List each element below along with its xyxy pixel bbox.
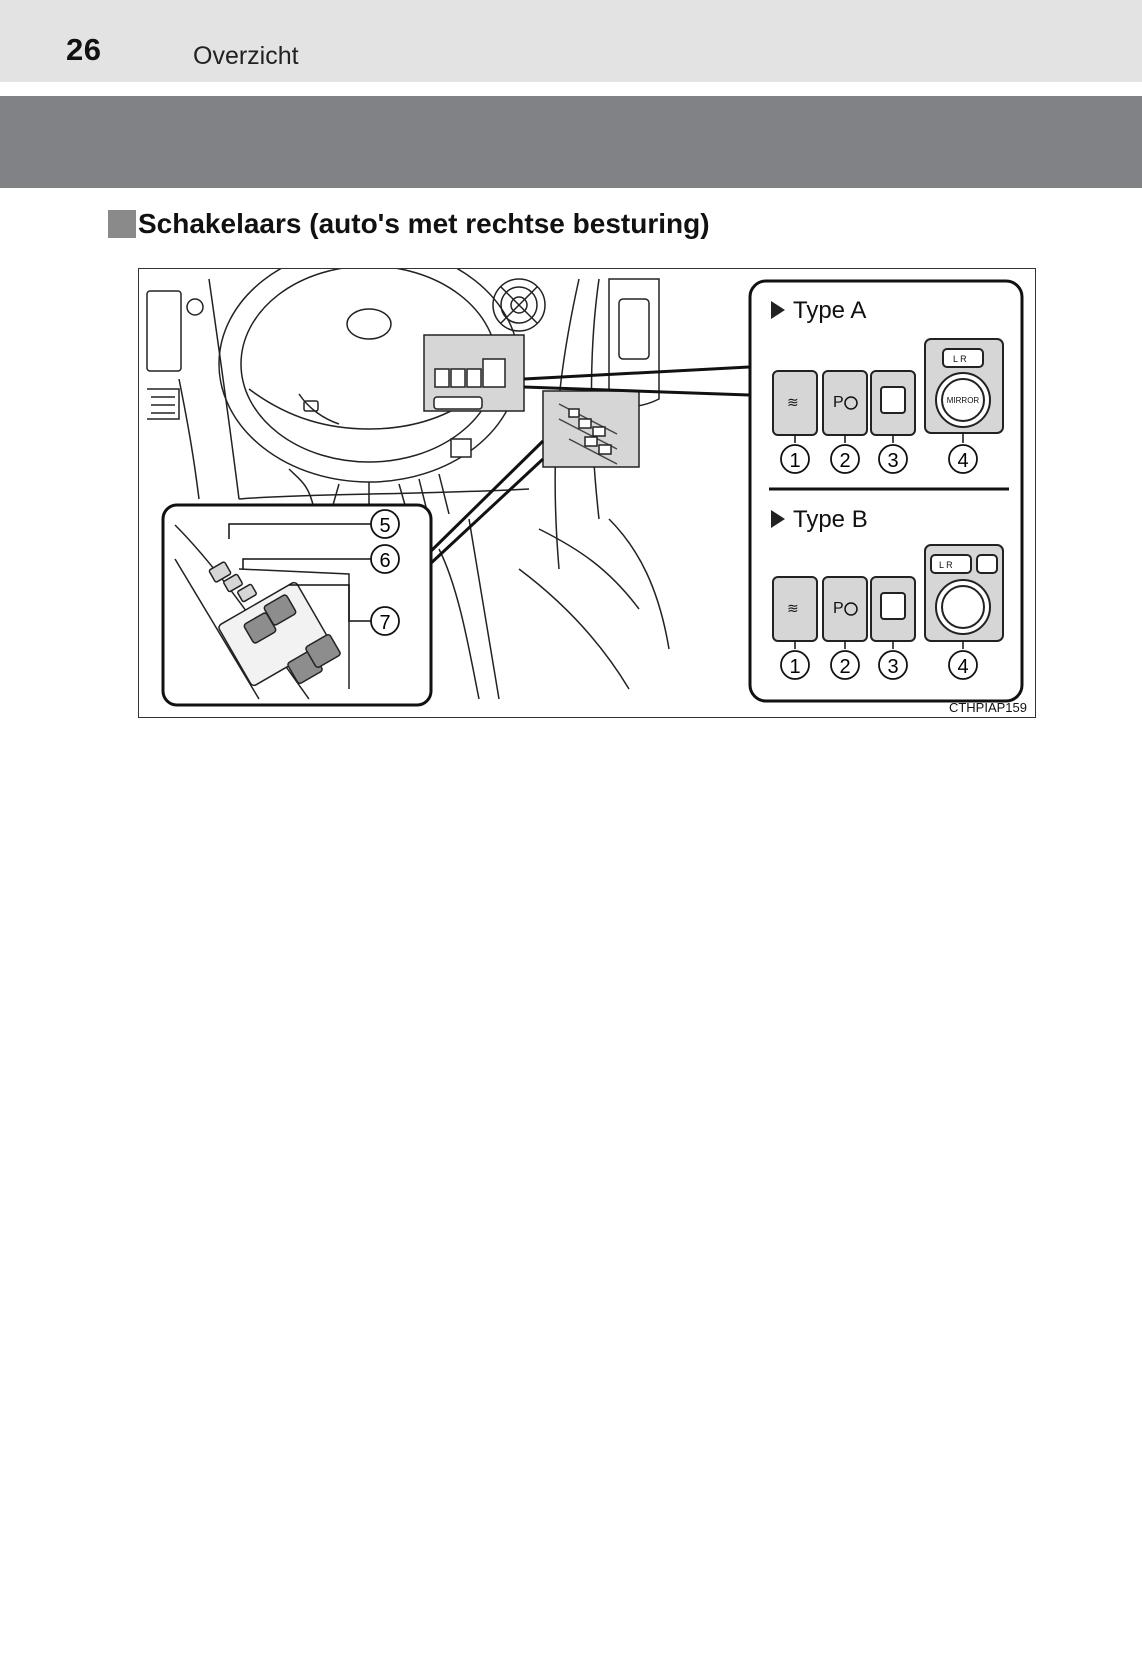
door-leaders <box>228 523 371 622</box>
header-band <box>0 96 1142 188</box>
callout-1-b: 1 <box>789 656 800 678</box>
illustration-svg: Type A L R MIRROR ≋ P <box>146 269 1027 715</box>
heater-icon: ≋ <box>787 394 799 410</box>
heading-square-icon <box>108 210 136 238</box>
type-b-callout-circles <box>780 650 978 680</box>
heater-icon: ≋ <box>787 600 799 616</box>
steering-icon <box>844 396 858 410</box>
callout-4-b: 4 <box>957 656 968 678</box>
door-lineart <box>174 524 350 700</box>
triangle-icon <box>771 301 785 319</box>
figure-code: CTHPIAP159 <box>949 700 1027 715</box>
triangle-icon <box>771 510 785 528</box>
sub-heading-text: Schakelaars (auto's met rechtse besturin… <box>138 208 710 239</box>
door-switch-callout-box: 5 6 7 <box>161 503 433 707</box>
callout-3-a: 3 <box>887 450 898 472</box>
type-b-leaders <box>794 641 964 649</box>
lr-label-b: L R <box>939 560 953 570</box>
door-switches <box>208 561 341 687</box>
callout-2-b: 2 <box>839 656 850 678</box>
type-a-switches <box>772 338 1004 436</box>
door-callout-circles <box>370 509 400 636</box>
page-number: 26 <box>66 32 102 67</box>
leader-lines <box>427 365 750 567</box>
dashboard-lineart <box>146 269 670 700</box>
type-b-label: Type B <box>793 506 868 533</box>
type-callout-box: Type A L R MIRROR ≋ P <box>748 279 1024 703</box>
callout-5: 5 <box>379 515 390 537</box>
type-a-callout-circles <box>780 444 978 474</box>
callout-4-a: 4 <box>957 450 968 472</box>
park-assist-icon: P <box>833 394 844 411</box>
callout-7: 7 <box>379 612 390 634</box>
park-assist-icon: P <box>833 600 844 617</box>
type-a-label: Type A <box>793 297 866 324</box>
steering-icon <box>844 602 858 616</box>
callout-1-a: 1 <box>789 450 800 472</box>
type-b-switches <box>772 544 1004 642</box>
mirror-label: MIRROR <box>947 396 980 405</box>
callout-6: 6 <box>379 550 390 572</box>
callout-3-b: 3 <box>887 656 898 678</box>
section-title: Overzicht <box>193 42 299 70</box>
type-a-leaders <box>794 433 964 443</box>
lr-label-a: L R <box>953 354 967 364</box>
sub-heading: Schakelaars (auto's met rechtse besturin… <box>108 208 710 240</box>
callout-2-a: 2 <box>839 450 850 472</box>
switches-illustration: Type A L R MIRROR ≋ P <box>138 268 1036 718</box>
page-header: 26 Overzicht <box>0 0 1142 82</box>
